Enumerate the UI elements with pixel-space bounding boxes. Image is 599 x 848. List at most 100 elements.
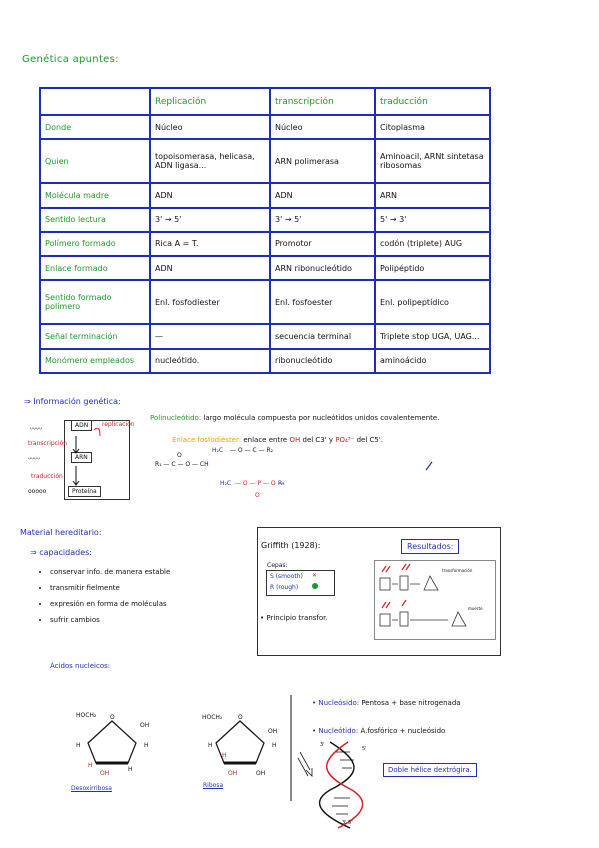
rna-wave-icon: 〰〰 (28, 456, 41, 463)
svg-text:H: H (88, 762, 93, 769)
table-cell: Aminoacil, ARNt sintetasa ribosomas (374, 138, 491, 185)
table-cell: Núcleo (269, 113, 376, 141)
table-header-replicacion: Replicación (149, 87, 271, 116)
table-cell: Rica A = T. (149, 230, 271, 258)
capacidades-wrap: ⇒ capacidades: (30, 548, 92, 557)
cepas-box (266, 570, 335, 596)
svg-text:O: O (110, 714, 115, 721)
divider-line (290, 695, 292, 801)
list-item: conservar info. de manera estable (50, 568, 170, 576)
nucleotido-key: Nucleótido: (318, 727, 359, 735)
muerte-label: muerte (468, 606, 483, 611)
table-cell: topoisomerasa, helicasa, ADN ligasa... (149, 138, 271, 185)
experiment-sketch: transformación muerte (379, 563, 483, 627)
flow-arn: ARN (71, 452, 92, 463)
table-cell: nucleótido. (149, 347, 271, 375)
griffith-box (257, 527, 501, 656)
table-row-label: Sentido formado polímero (39, 279, 151, 326)
svg-text:— O — P — O —: — O — P — O — (235, 480, 284, 487)
svg-text:OH: OH (228, 770, 237, 777)
cepa-r: R (rough) (270, 584, 299, 591)
cepas-label: Cepas: (267, 562, 288, 569)
table-row-label: Señal terminación (39, 323, 151, 350)
svg-text:OH: OH (256, 770, 265, 777)
doble-helice-label: Doble hélice dextrógira. (383, 763, 477, 777)
flow-proteina: Proteína (68, 486, 101, 497)
table-cell: aminoácido (374, 347, 491, 375)
material-title-wrap: Material hereditario: (20, 528, 102, 537)
table-cell: ribonucleótido (269, 347, 376, 375)
list-item: sufrir cambios (50, 616, 170, 624)
svg-text:H: H (208, 742, 213, 749)
capacidades-list: conservar info. de manera estable transm… (26, 568, 170, 632)
table-row-label: Quien (39, 138, 151, 185)
table-header-traduccion: traducción (374, 87, 491, 116)
info-title: Información genética: (33, 397, 121, 406)
table-cell: Citoplasma (374, 113, 491, 141)
nucleotido-line: • Nucleótido: Á.fosfórico + nucleósido (312, 727, 445, 735)
table-cell: ADN (149, 255, 271, 282)
section-title-genetica: Genética apuntes: (22, 54, 119, 65)
resultados-label: Resultados: (401, 539, 460, 554)
svg-text:OH: OH (140, 722, 149, 729)
flow-arrows (72, 428, 101, 486)
enlace-oh: OH (289, 436, 301, 444)
enlace-line: Enlace fosfodiéster: enlace entre OH del… (172, 436, 383, 444)
ribosa-label: Ribosa (203, 782, 224, 789)
table-cell: ARN (374, 182, 491, 209)
table-cell: ADN (269, 182, 376, 209)
enlace-pre: enlace entre (243, 436, 288, 444)
svg-text:O: O (266, 445, 271, 447)
svg-text:H: H (128, 766, 133, 773)
table-cell: — (149, 323, 271, 350)
dna-wave-icon: 〰〰 (30, 426, 43, 433)
polinucleotido-line: Polinucleótido: largo molécula compuesta… (150, 414, 439, 422)
svg-text:5': 5' (362, 746, 367, 752)
svg-text:H: H (222, 752, 227, 759)
nucleosido-val: Pentosa + base nitrogenada (361, 699, 461, 707)
arrow-icon: ⇒ (24, 397, 34, 406)
table-row-label: Monómero empleados (39, 347, 151, 375)
table-header-transcripcion: transcripción (269, 87, 376, 116)
bullet-icon: • (312, 699, 319, 707)
cepa-s: S (smooth) (270, 573, 303, 580)
griffith-title: Griffith (1928): (261, 541, 321, 550)
table-cell: ADN (149, 182, 271, 209)
dogma-box (64, 420, 130, 500)
svg-text:R₁ — C — O — CH: R₁ — C — O — CH (155, 461, 209, 468)
table-row-label: Molécula madre (39, 182, 151, 209)
svg-text:3' 5': 3' 5' (342, 820, 353, 826)
table-cell: Promotor (269, 230, 376, 258)
table-cell: secuencia terminal (269, 323, 376, 350)
table-cell: 3' → 5' (149, 206, 271, 233)
principio-text: • Principio transfor. (260, 614, 328, 622)
flow-adn: ADN (71, 420, 93, 431)
desoxirribosa-label: Desoxirribosa (71, 785, 112, 792)
svg-text:R₃: R₃ (278, 480, 285, 487)
table-cell: Núcleo (149, 113, 271, 141)
material-title: Material hereditario: (20, 528, 102, 537)
pen-mark (425, 461, 433, 471)
info-title-wrap: ⇒ Información genética: (24, 397, 121, 406)
enlace-post: del C5'. (356, 436, 383, 444)
table-cell: Enl. fosfodiester (149, 279, 271, 326)
table-header-row: Replicación transcripción traducción (39, 87, 491, 116)
bullet-icon: • (312, 727, 319, 735)
transformacion-label: transformación (442, 568, 473, 573)
double-helix-diagram: 3' 5' 3' 5' (318, 741, 367, 829)
enlace-mid: del C3' y (302, 436, 334, 444)
polinucleotido-key: Polinucleótido: (150, 414, 202, 422)
svg-text:3': 3' (320, 742, 325, 748)
list-item: transmitir fielmente (50, 584, 170, 592)
svg-text:H: H (76, 742, 81, 749)
table-cell: 3' → 5' (269, 206, 376, 233)
table-cell: 5' → 3' (374, 206, 491, 233)
svg-text:OH: OH (268, 728, 277, 735)
